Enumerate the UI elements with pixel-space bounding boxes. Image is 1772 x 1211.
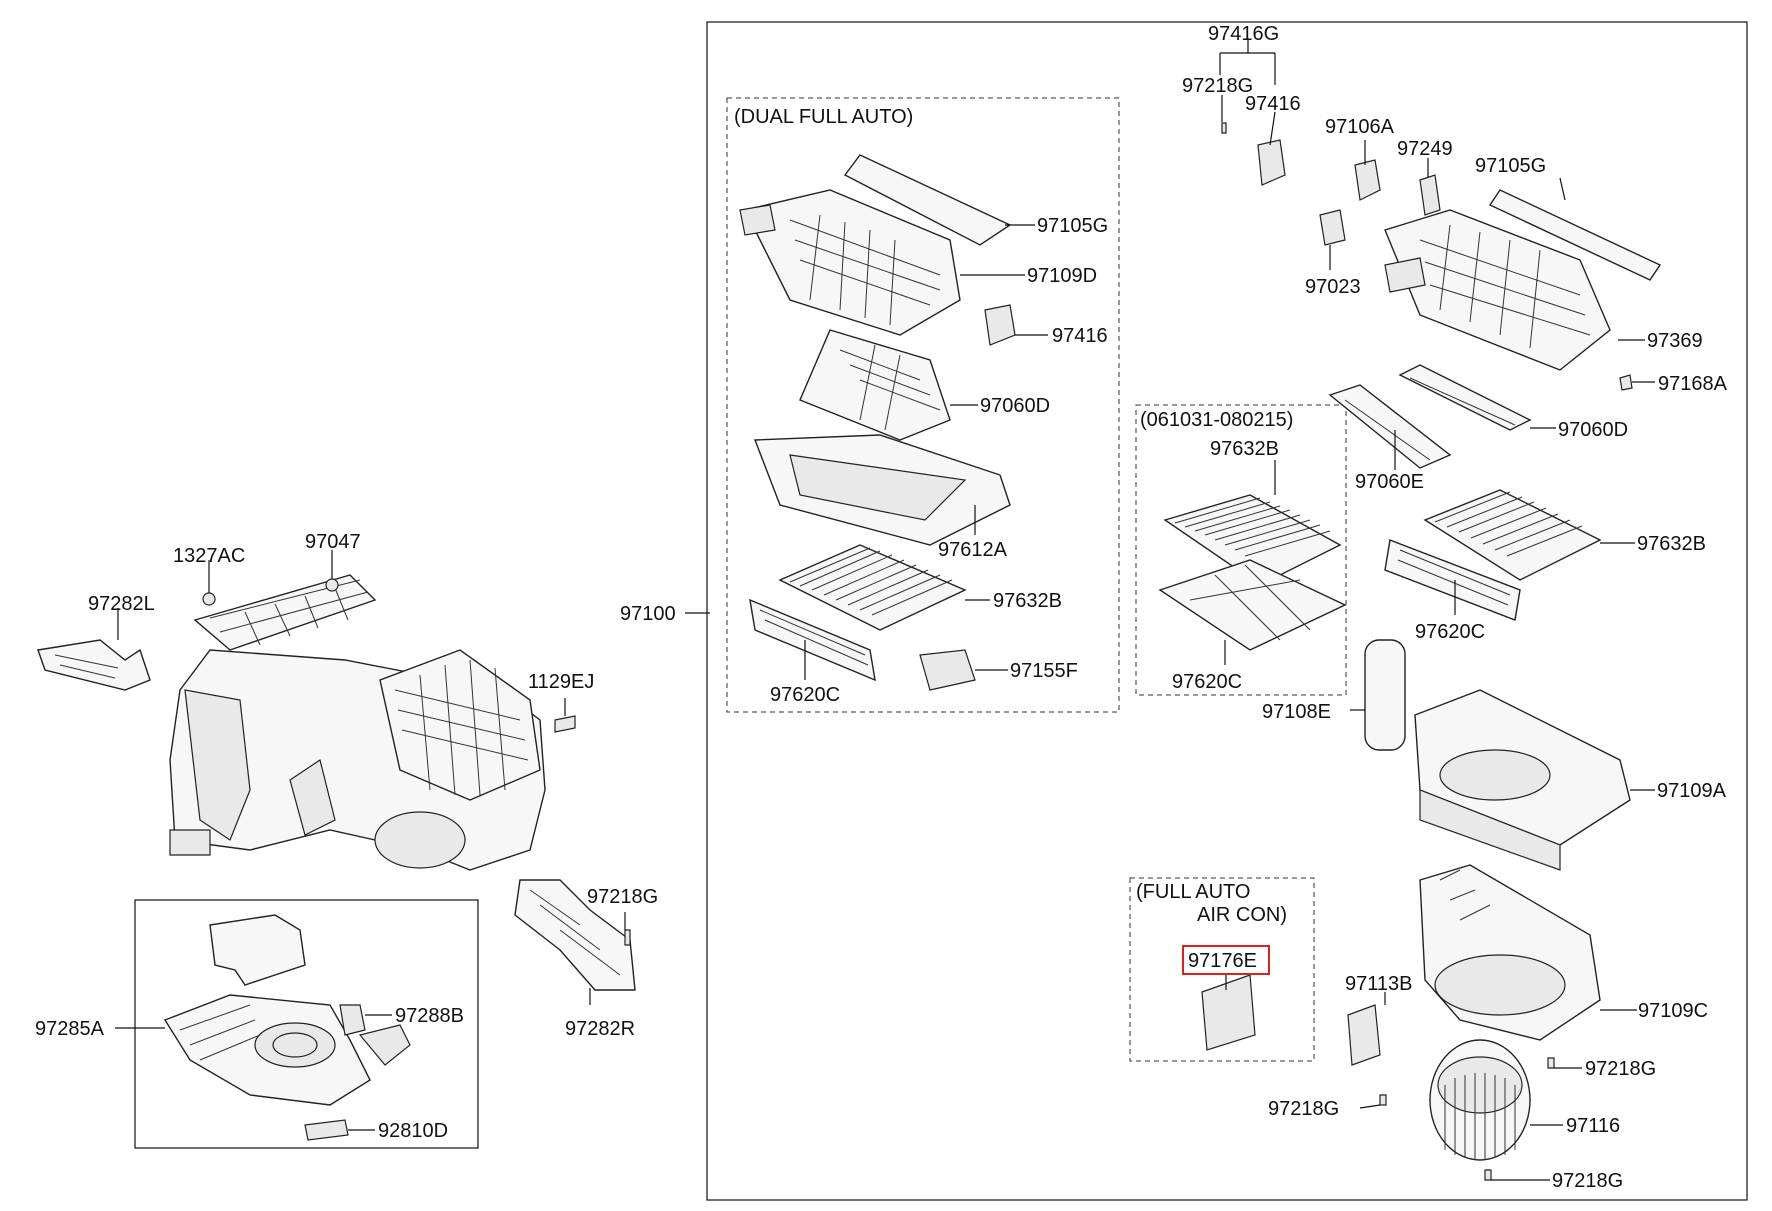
duct-97282R bbox=[514, 879, 636, 991]
main-assembly-frame bbox=[706, 21, 1748, 1201]
screw-97218G-r3 bbox=[1484, 1169, 1492, 1181]
label-97105G-dual[interactable]: 97105G bbox=[1037, 215, 1108, 237]
hvac-main-assembly bbox=[169, 574, 546, 871]
housing-97109D bbox=[739, 189, 961, 336]
screw-97218G-left bbox=[624, 929, 631, 946]
label-97632B-dual[interactable]: 97632B bbox=[993, 590, 1062, 612]
door-97060D-dual bbox=[799, 329, 951, 441]
door-97060E bbox=[1328, 384, 1452, 469]
label-97285A[interactable]: 97285A bbox=[35, 1018, 105, 1040]
filter-strip-97105G-dual bbox=[843, 154, 1012, 246]
scroll-97109C bbox=[1419, 864, 1601, 1041]
housing-97369 bbox=[1384, 209, 1611, 371]
label-92810D[interactable]: 92810D bbox=[378, 1120, 448, 1142]
nut-97047 bbox=[325, 578, 339, 592]
label-97288B[interactable]: 97288B bbox=[395, 1005, 464, 1027]
resistor-97176E bbox=[1201, 974, 1256, 1051]
label-97416-top[interactable]: 97416 bbox=[1245, 93, 1301, 115]
pad-upper bbox=[209, 914, 306, 986]
filter-strip-97105G-right bbox=[1488, 189, 1662, 281]
label-97113B[interactable]: 97113B bbox=[1345, 973, 1412, 995]
label-97632B-right[interactable]: 97632B bbox=[1637, 533, 1706, 555]
resistor-97113B bbox=[1347, 1004, 1381, 1066]
label-97047[interactable]: 97047 bbox=[305, 531, 361, 553]
group-title-date-range: (061031-080215) bbox=[1140, 409, 1293, 431]
blower-97116 bbox=[1429, 1039, 1531, 1161]
label-97218G-top[interactable]: 97218G bbox=[1182, 75, 1253, 97]
duct-97282L bbox=[37, 639, 151, 691]
label-97100[interactable]: 97100 bbox=[620, 603, 676, 625]
screw-97218G-top bbox=[1221, 122, 1227, 134]
label-97218G-left[interactable]: 97218G bbox=[587, 886, 658, 908]
label-97109C[interactable]: 97109C bbox=[1638, 1000, 1708, 1022]
label-1327AC[interactable]: 1327AC bbox=[173, 545, 245, 567]
frame-97620C-dual bbox=[749, 598, 876, 682]
label-97105G-right[interactable]: 97105G bbox=[1475, 155, 1546, 177]
label-97023[interactable]: 97023 bbox=[1305, 276, 1361, 298]
label-97109D[interactable]: 97109D bbox=[1027, 265, 1097, 287]
label-97612A[interactable]: 97612A bbox=[938, 539, 1008, 561]
actuator-97416-top bbox=[1257, 139, 1286, 186]
link-97249 bbox=[1419, 174, 1441, 216]
label-97109A[interactable]: 97109A bbox=[1657, 780, 1727, 802]
module-97155F bbox=[919, 649, 976, 691]
label-97620C-mid[interactable]: 97620C bbox=[1172, 671, 1242, 693]
label-97632B-mid[interactable]: 97632B bbox=[1210, 438, 1279, 460]
group-title-full-auto: (FULL AUTO bbox=[1136, 881, 1250, 903]
pad-92810D bbox=[304, 1119, 349, 1141]
floor-duct-frame bbox=[134, 899, 479, 1149]
label-97369[interactable]: 97369 bbox=[1647, 330, 1703, 352]
door-97060D-right bbox=[1398, 364, 1532, 431]
label-97060D-right[interactable]: 97060D bbox=[1558, 419, 1628, 441]
lever-97106A bbox=[1354, 159, 1381, 201]
highlight-box-97176E bbox=[1182, 945, 1270, 975]
filter-97632B-dual bbox=[778, 544, 967, 631]
screw-97218G-r2 bbox=[1379, 1094, 1387, 1106]
label-97416-dual[interactable]: 97416 bbox=[1052, 325, 1108, 347]
label-97416G[interactable]: 97416G bbox=[1208, 23, 1279, 45]
clip-97288B bbox=[339, 1004, 366, 1036]
floor-duct-97285A bbox=[163, 994, 371, 1106]
label-97116[interactable]: 97116 bbox=[1566, 1115, 1620, 1137]
label-97176E[interactable]: 97176E bbox=[1188, 950, 1257, 972]
screw-97218G-r1 bbox=[1547, 1057, 1555, 1069]
filter-97632B-mid bbox=[1163, 494, 1342, 586]
actuator-97416-dual bbox=[984, 304, 1016, 346]
pad-lower bbox=[358, 1024, 411, 1066]
label-97155F[interactable]: 97155F bbox=[1010, 660, 1078, 682]
clip-97168A bbox=[1619, 374, 1633, 391]
date-range-group bbox=[1135, 404, 1347, 696]
case-97109A bbox=[1414, 689, 1631, 871]
label-1129EJ[interactable]: 1129EJ bbox=[528, 671, 594, 693]
group-title-dual-full-auto: (DUAL FULL AUTO) bbox=[734, 106, 913, 128]
nut-1327AC bbox=[202, 592, 216, 606]
label-97218G-r2[interactable]: 97218G bbox=[1268, 1098, 1339, 1120]
label-97060E[interactable]: 97060E bbox=[1355, 471, 1424, 493]
label-97218G-r1[interactable]: 97218G bbox=[1585, 1058, 1656, 1080]
label-97108E[interactable]: 97108E bbox=[1262, 701, 1331, 723]
label-97249[interactable]: 97249 bbox=[1397, 138, 1453, 160]
filter-97632B-right bbox=[1423, 489, 1602, 581]
leader-lines bbox=[115, 40, 1655, 1181]
case-97612A bbox=[753, 434, 1011, 546]
label-97620C-dual[interactable]: 97620C bbox=[770, 684, 840, 706]
label-97282L[interactable]: 97282L bbox=[88, 593, 155, 615]
group-title-air-con: AIR CON) bbox=[1197, 904, 1287, 926]
dual-full-auto-group bbox=[726, 97, 1120, 713]
bolt-1129EJ bbox=[554, 715, 576, 733]
part-labels: 97416G 97218G 97416 97106A 97249 97105G … bbox=[35, 23, 1728, 1192]
full-auto-group bbox=[1129, 877, 1315, 1062]
label-97218G-r3[interactable]: 97218G bbox=[1552, 1170, 1623, 1192]
link-97023 bbox=[1319, 209, 1346, 246]
label-97060D-dual[interactable]: 97060D bbox=[980, 395, 1050, 417]
frame-97620C-mid bbox=[1158, 559, 1347, 651]
seal-97108E bbox=[1364, 639, 1406, 751]
frame-97620C-right bbox=[1384, 539, 1521, 621]
label-97620C-right[interactable]: 97620C bbox=[1415, 621, 1485, 643]
label-97106A[interactable]: 97106A bbox=[1325, 116, 1395, 138]
label-97168A[interactable]: 97168A bbox=[1658, 373, 1728, 395]
label-97282R[interactable]: 97282R bbox=[565, 1018, 635, 1040]
